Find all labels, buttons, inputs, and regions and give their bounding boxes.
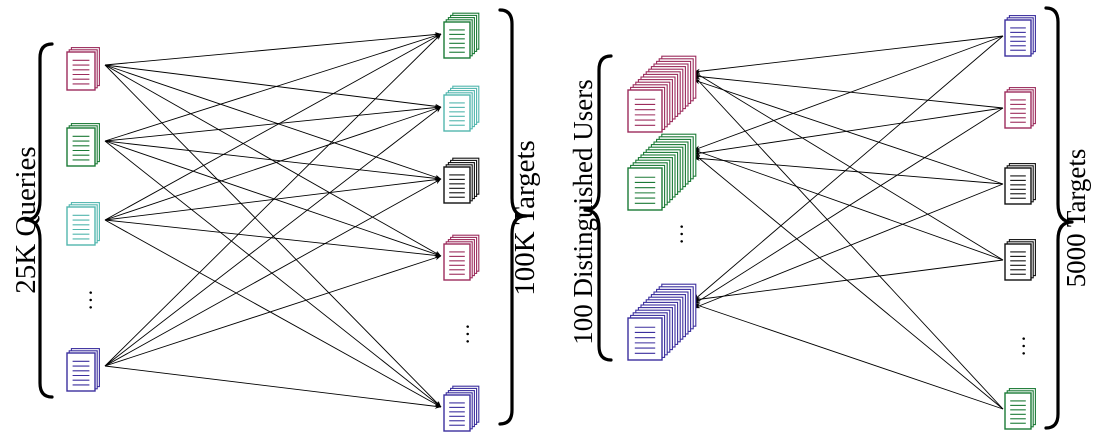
edge-arrow xyxy=(693,75,1004,410)
user-document-stack xyxy=(627,55,697,133)
edge-arrow xyxy=(104,105,442,142)
query-column xyxy=(66,47,100,392)
edge-arrow xyxy=(693,149,1004,261)
right-targets-brace xyxy=(1044,6,1074,430)
right-edges xyxy=(693,35,1004,410)
edge-arrow xyxy=(104,33,442,367)
user-document-stack xyxy=(627,283,697,361)
edge-arrow xyxy=(104,365,442,409)
edge-arrow xyxy=(693,183,1004,309)
query-document xyxy=(66,348,100,392)
edge-arrow xyxy=(104,64,442,109)
document-icon xyxy=(1004,392,1032,430)
document-icon xyxy=(443,394,471,432)
edge-arrow xyxy=(693,107,1004,156)
user-column xyxy=(627,55,697,361)
edge-arrow xyxy=(693,155,1004,185)
edge-arrow xyxy=(104,33,442,142)
target-column-right xyxy=(1004,15,1036,430)
right-target-document xyxy=(1004,163,1036,205)
users-label: 100 Distinguished Users xyxy=(568,79,598,345)
edge-arrow xyxy=(104,255,442,367)
left-panel: 25K Queries 100K Targets … … xyxy=(10,8,541,432)
user-document-stack xyxy=(627,133,697,211)
query-document xyxy=(66,202,100,246)
edge-arrow xyxy=(693,153,1004,410)
edge-arrow xyxy=(693,74,1004,109)
left-targets-label: 100K Targets xyxy=(509,140,541,296)
edge-arrow xyxy=(693,107,1004,305)
edge-arrow xyxy=(104,32,442,66)
right-panel: 100 Distinguished Users 5000 Targets … … xyxy=(568,6,1091,430)
edge-arrow xyxy=(693,79,1004,185)
target-column xyxy=(443,12,480,432)
users-brace xyxy=(583,54,613,362)
target-ellipsis: … xyxy=(449,323,474,345)
right-targets-label: 5000 Targets xyxy=(1061,149,1091,288)
edge-arrow xyxy=(104,140,442,181)
target-document xyxy=(443,12,480,59)
left-edges xyxy=(104,32,442,409)
edge-arrow xyxy=(693,35,1004,151)
edge-arrow xyxy=(693,35,1004,301)
queries-label: 25K Queries xyxy=(10,146,42,293)
query-document xyxy=(66,123,100,167)
edge-arrow xyxy=(104,33,442,221)
edge-arrow xyxy=(104,106,442,221)
edge-arrow xyxy=(104,219,442,408)
edge-arrow xyxy=(104,178,442,367)
right-target-document xyxy=(1004,239,1036,281)
user-ellipsis: … xyxy=(663,223,688,245)
edge-arrow xyxy=(104,219,442,258)
edge-arrow xyxy=(693,71,1004,261)
target-document xyxy=(443,85,480,132)
left-targets-brace xyxy=(498,8,528,426)
edge-arrow xyxy=(104,64,442,180)
edge-arrow xyxy=(104,140,442,408)
query-ellipsis: … xyxy=(72,289,97,311)
queries-brace xyxy=(24,42,54,399)
edge-arrow xyxy=(693,303,1004,410)
right-target-ellipsis: … xyxy=(1005,335,1030,357)
query-document xyxy=(66,47,100,91)
right-target-document xyxy=(1004,388,1036,430)
target-document xyxy=(443,385,480,432)
right-target-document xyxy=(1004,15,1036,57)
edge-arrow xyxy=(104,64,442,257)
edge-arrow xyxy=(693,259,1004,302)
edge-arrow xyxy=(104,140,442,257)
right-target-document xyxy=(1004,87,1036,129)
edge-arrow xyxy=(104,106,442,367)
target-document xyxy=(443,234,480,281)
edge-arrow xyxy=(693,35,1004,74)
target-document xyxy=(443,157,480,204)
